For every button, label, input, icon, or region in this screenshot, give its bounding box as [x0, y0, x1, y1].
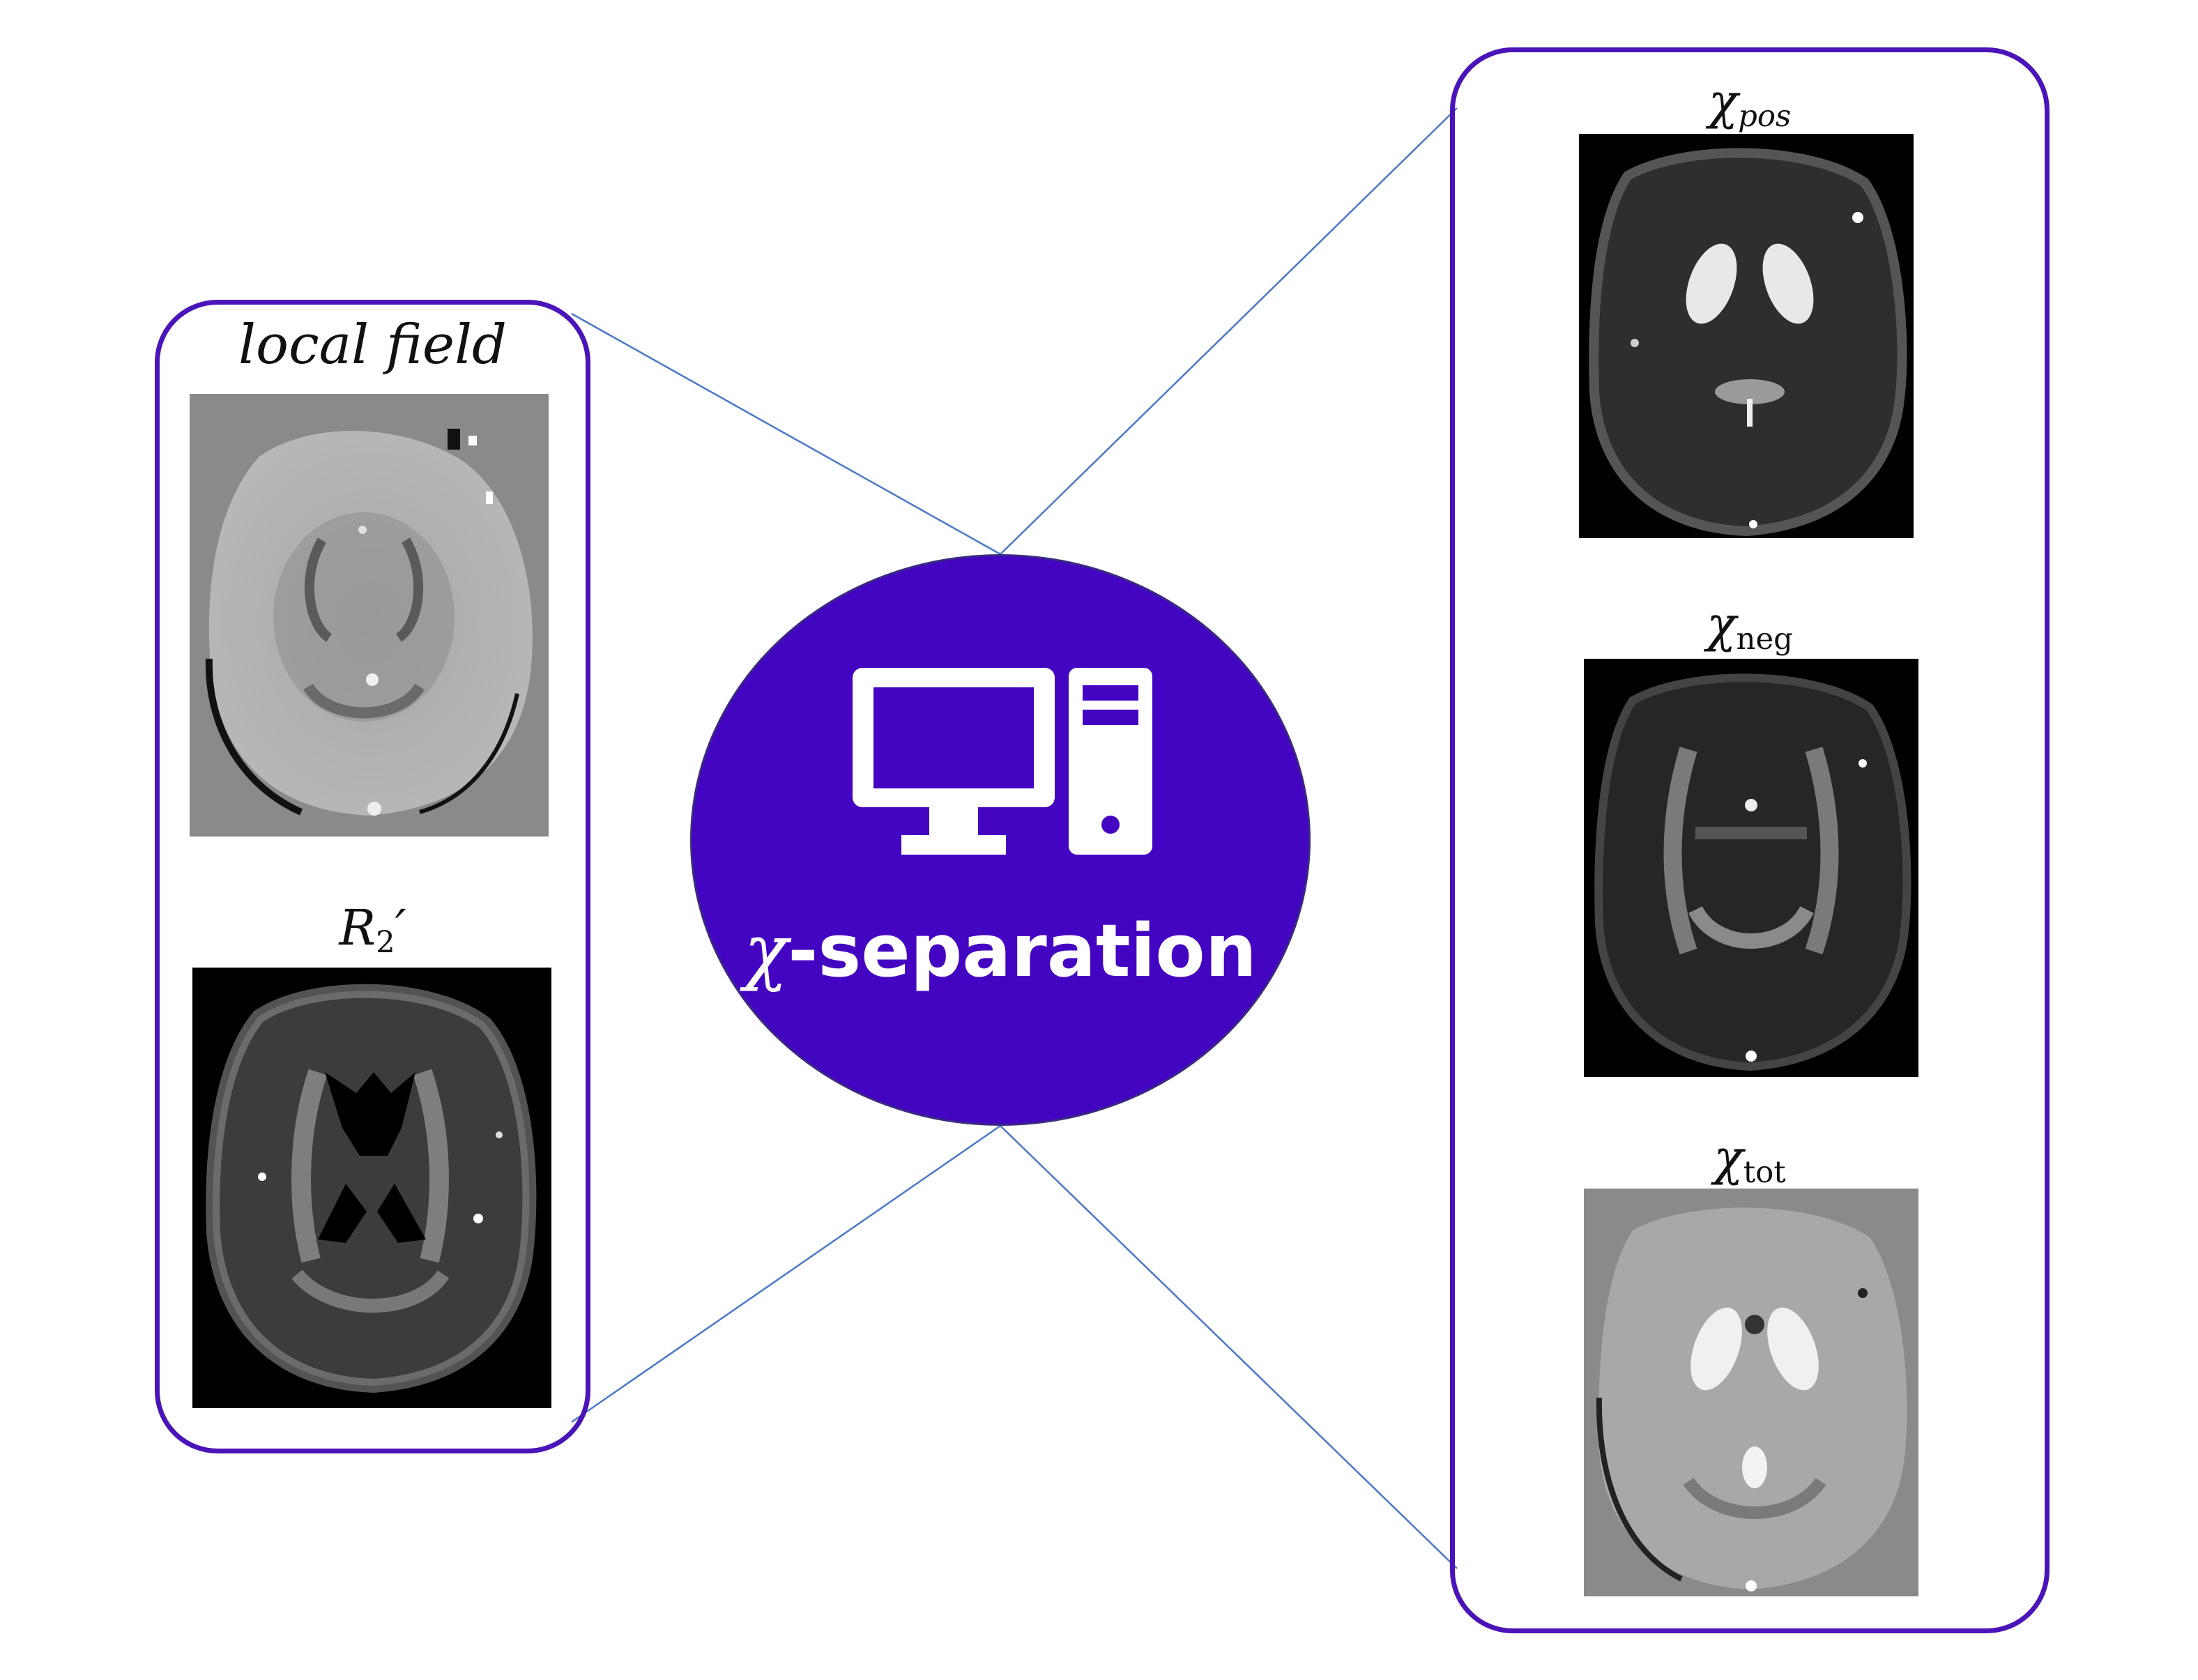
chi-neg-subscript: neg	[1736, 621, 1793, 657]
label-chi-neg: χneg	[1450, 596, 2050, 657]
connector-local-field	[571, 312, 1001, 556]
chi-tot-subscript: tot	[1743, 1154, 1786, 1190]
chi-tot-symbol: χ	[1714, 1129, 1743, 1186]
connector-chi-pos	[1000, 107, 1458, 555]
label-r2-prime: R2′	[155, 899, 590, 960]
connector-r2-prime	[571, 1124, 1001, 1423]
r2-prime-image	[192, 968, 551, 1408]
label-chi-pos: χpos	[1450, 73, 2050, 134]
hub-chi-symbol: χ	[744, 908, 788, 993]
chi-pos-subscript: pos	[1738, 98, 1792, 134]
chi-neg-image	[1584, 659, 1918, 1077]
chi-tot-image	[1584, 1189, 1918, 1596]
local-field-image	[190, 394, 549, 837]
output-panel	[1450, 47, 2050, 1633]
chi-neg-symbol: χ	[1707, 596, 1737, 653]
r2-prime-mark: ′	[395, 899, 406, 956]
hub-title: χ-separation	[692, 908, 1308, 993]
label-field-word: field	[386, 314, 507, 376]
hub-label: -separation	[788, 908, 1257, 993]
label-local-field: local field	[155, 314, 590, 376]
chi-separation-hub: χ-separation	[690, 554, 1311, 1126]
chi-pos-image	[1579, 134, 1914, 538]
label-chi-tot: χtot	[1450, 1129, 2050, 1190]
input-panel	[155, 300, 590, 1453]
r2-subscript: 2	[376, 924, 395, 960]
chi-pos-symbol: χ	[1708, 73, 1739, 130]
connector-chi-tot	[1000, 1125, 1458, 1569]
desktop-computer-icon	[853, 668, 1152, 855]
label-local-word: local	[238, 314, 369, 376]
r2-symbol: R	[339, 899, 376, 956]
